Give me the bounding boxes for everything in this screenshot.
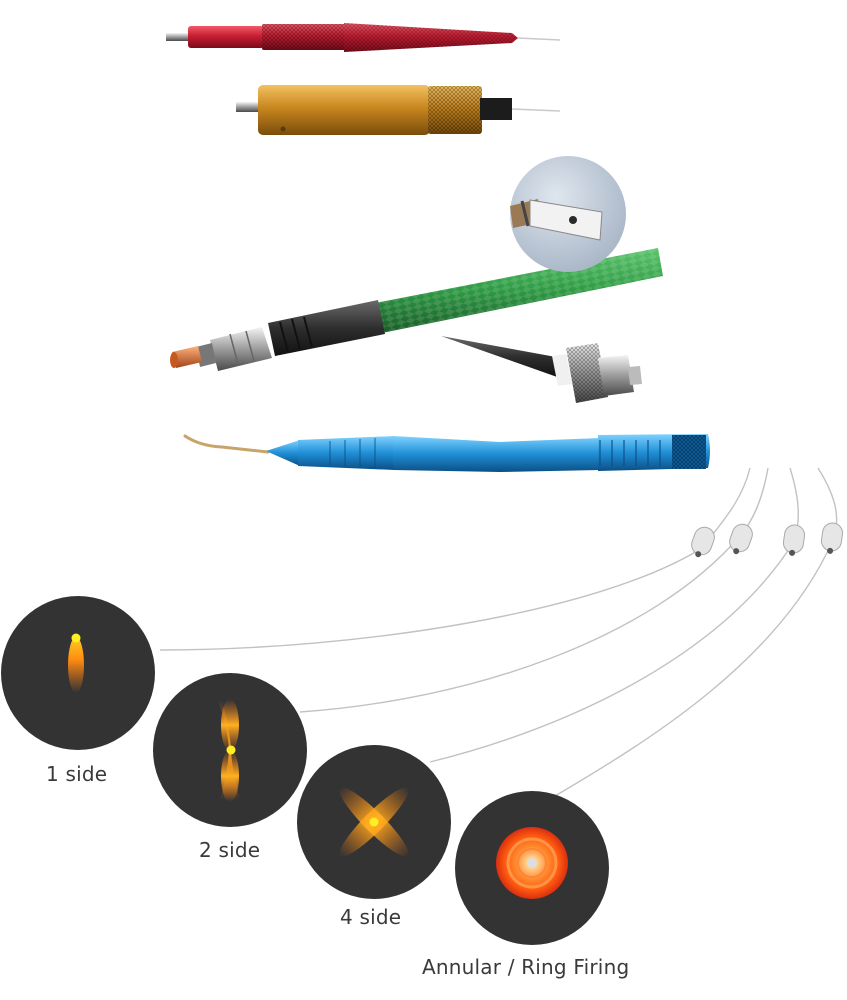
fiber-ferrule-icon [691,522,844,558]
disc-1-side [1,596,155,750]
green-armored-fiber-cable-icon [268,248,663,356]
tapered-fiber-tip-icon [441,336,642,403]
blue-curved-probe-icon [183,434,710,472]
disc-2-side [153,673,307,827]
fiber-lines [159,467,838,797]
label-annular-ring-firing: Annular / Ring Firing [422,955,630,979]
label-1-side: 1 side [46,762,108,786]
label-4-side: 4 side [340,905,402,929]
fiber-tip-closeup-icon [510,156,626,272]
disc-annular [455,791,609,945]
label-2-side: 2 side [199,838,261,862]
sma-connector-icon [170,327,272,371]
gold-probe-handpiece-icon [236,85,561,135]
disc-4-side [297,745,451,899]
red-probe-handpiece-icon [166,23,561,52]
